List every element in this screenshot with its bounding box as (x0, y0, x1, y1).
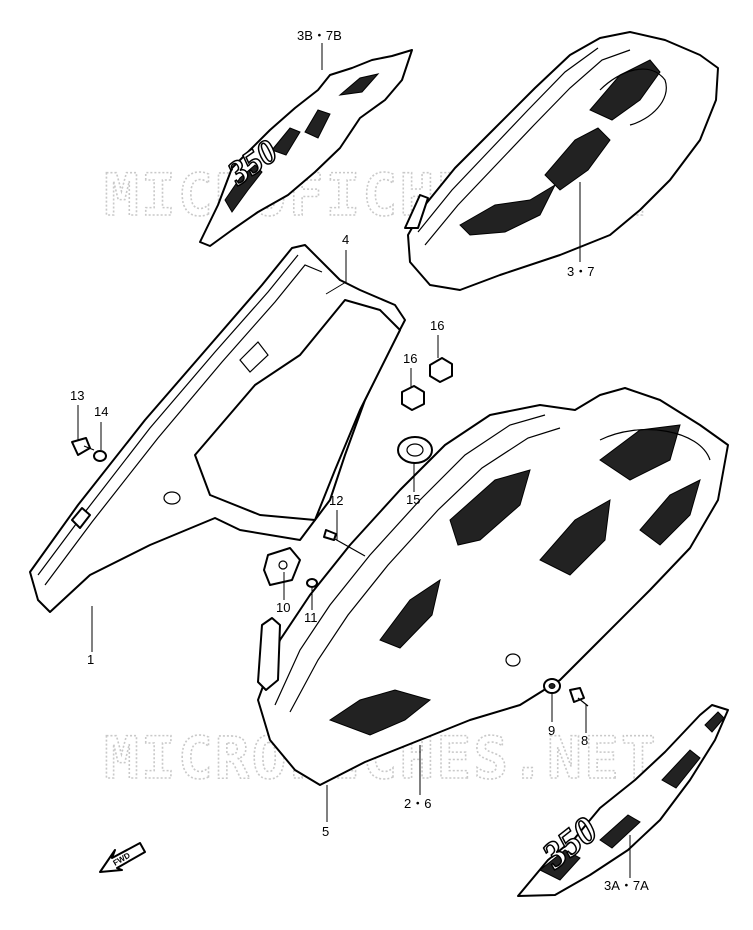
callout-15: 15 (406, 492, 420, 507)
decal-lower-right: 350 (517, 704, 729, 897)
callout-3-7: 3・7 (567, 264, 594, 279)
callout-8: 8 (581, 733, 588, 748)
callout-3a-7a: 3A・7A (604, 878, 649, 893)
callout-3b-7b: 3B・7B (297, 28, 342, 43)
callout-13: 13 (70, 388, 84, 403)
fwd-arrow-icon: FWD (99, 842, 146, 873)
grommet-16-upper (429, 357, 453, 383)
side-cover-left (29, 244, 406, 613)
callout-2-6: 2・6 (404, 796, 431, 811)
callout-labels: 3B・7B 3・7 4 16 16 13 14 15 12 10 11 1 9 … (70, 28, 649, 893)
clip-12 (323, 529, 366, 557)
callout-16-upper: 16 (430, 318, 444, 333)
callout-4: 4 (342, 232, 349, 247)
callout-1: 1 (87, 652, 94, 667)
nut-11 (306, 578, 318, 588)
bolt-13 (71, 437, 95, 456)
callout-11: 11 (304, 610, 318, 625)
callout-16-lower: 16 (403, 351, 417, 366)
side-cover-right (404, 31, 719, 291)
screw-8 (569, 687, 589, 707)
callout-12: 12 (329, 493, 343, 508)
decal-upper-left: 350 (199, 49, 413, 247)
leader-lines (77, 43, 631, 878)
callout-10: 10 (276, 600, 290, 615)
grommet-15 (397, 436, 433, 464)
side-cover-lower (257, 387, 729, 786)
bracket-10 (263, 547, 301, 586)
washer-14 (93, 450, 107, 462)
callout-9: 9 (548, 723, 555, 738)
washer-9 (543, 678, 561, 694)
callout-14: 14 (94, 404, 108, 419)
callout-5: 5 (322, 824, 329, 839)
grommet-16-lower (401, 385, 425, 411)
